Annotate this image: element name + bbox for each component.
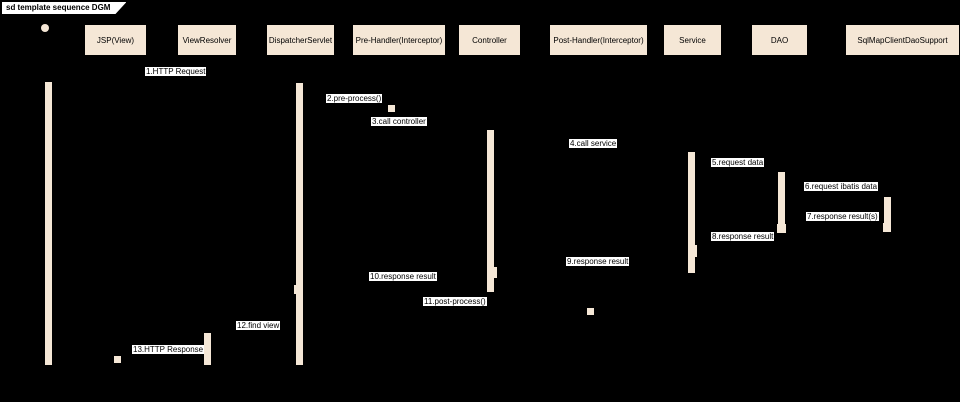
- notch-dao-bar: [777, 224, 786, 233]
- lifeline-header-jsp-view: JSP(View): [84, 24, 147, 56]
- activation-bar-controller: [487, 130, 494, 292]
- activation-bar-dispatcher-servlet: [296, 83, 303, 365]
- activation-bar-view-resolver: [204, 333, 211, 365]
- lifeline-header-view-resolver: ViewResolver: [177, 24, 237, 56]
- lifeline-header-sqlmap-client-dao-support: SqlMapClientDaoSupport: [845, 24, 960, 56]
- diagram-title-tab: sd template sequence DGM: [2, 2, 126, 14]
- message-label-10: 10.response result: [369, 272, 437, 282]
- notch-service-bar: [689, 245, 697, 257]
- activation-bar-client: [45, 82, 52, 365]
- message-label-3: 3.call controller: [371, 117, 427, 127]
- lifeline-header-post-handler-interceptor: Post-Handler(Interceptor): [549, 24, 648, 56]
- activation-jsp-view: [114, 356, 121, 363]
- diagram-title: sd template sequence DGM: [6, 3, 111, 12]
- message-label-2: 2.pre-process(): [326, 94, 383, 104]
- arrowhead-post-process: [587, 308, 594, 315]
- message-label-4: 4.call service: [569, 139, 618, 149]
- lifeline-header-dispatcher-servlet: DispatcherServlet: [266, 24, 335, 56]
- message-label-8: 8.response result: [711, 232, 775, 242]
- arrowhead-response-dispatcher: [294, 285, 303, 294]
- activation-bar-dao: [778, 172, 785, 232]
- message-label-5: 5.request data: [711, 158, 765, 168]
- message-label-9: 9.response result: [566, 257, 630, 267]
- message-label-7: 7.response result(s): [806, 212, 879, 222]
- lifeline-header-dao: DAO: [751, 24, 808, 56]
- message-label-6: 6.request ibatis data: [804, 182, 879, 192]
- arrowhead-pre-process: [388, 105, 395, 112]
- message-label-13: 13.HTTP Response: [132, 345, 205, 355]
- message-label-1: 1.HTTP Request: [145, 67, 207, 77]
- notch-sqlmap-bar: [883, 223, 891, 232]
- lifeline-header-controller: Controller: [458, 24, 521, 56]
- lifeline-header-pre-handler-interceptor: Pre-Handler(Interceptor): [352, 24, 446, 56]
- lifeline-header-service: Service: [663, 24, 722, 56]
- actor-head-icon: [41, 24, 49, 32]
- activation-bar-sqlmap-client-dao-support: [884, 197, 891, 232]
- activation-bar-service: [688, 152, 695, 273]
- message-label-11: 11.post-process(): [423, 297, 487, 307]
- notch-controller-bar: [489, 267, 497, 278]
- message-label-12: 12.find view: [236, 321, 281, 331]
